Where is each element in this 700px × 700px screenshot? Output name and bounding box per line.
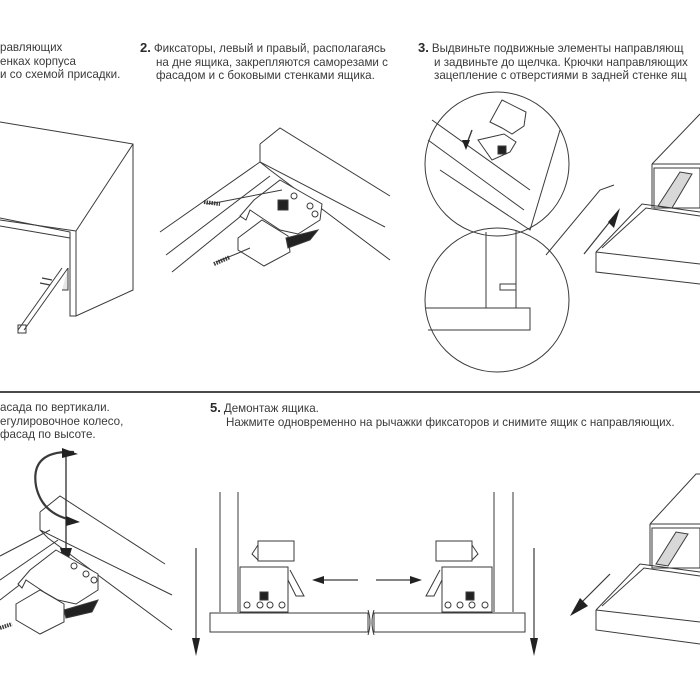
step-1-line-3: и со схемой присадки.: [0, 68, 121, 82]
right-latch: [426, 541, 492, 612]
step-5-number: 5.: [210, 400, 221, 415]
screw-2-icon: [216, 248, 250, 262]
step-3-text: 3.Выдвиньте подвижные элементы направляю…: [418, 41, 688, 83]
figure-cabinet-with-rail: [0, 100, 150, 330]
screw-icon: [0, 624, 12, 628]
drawer-bottom: [210, 613, 525, 632]
board-top-edge: [260, 128, 390, 196]
cabinet-drawer: [596, 114, 700, 284]
figure-latch-mounting: [150, 110, 400, 290]
step-3-line-2: и задвиньте до щелчка. Крючки направляющ…: [434, 55, 688, 69]
section-divider: [0, 391, 700, 393]
step-1-line-2: енках корпуса: [0, 54, 76, 68]
step-5-line-2: Нажмите одновременно на рычажки фиксатор…: [226, 415, 675, 429]
step-1-line-1: равляющих: [0, 41, 63, 54]
side-walls: [220, 492, 513, 612]
figure-height-adjustment: [0, 448, 190, 650]
step-2-text: 2.Фиксаторы, левый и правый, располагаяс…: [140, 41, 388, 83]
step-5-text: 5.Демонтаж ящика. Нажмите одновременно н…: [210, 401, 675, 429]
latch-body: [238, 180, 322, 266]
step-4-text: асада по вертикали. егулировочное колесо…: [0, 401, 123, 442]
step-3-number: 3.: [418, 40, 429, 55]
rotate-arrow-icon: [35, 452, 74, 520]
step-3-line-3: зацепление с отверстиями в задней стенке…: [434, 69, 687, 83]
step-5-line-1: Демонтаж ящика.: [223, 402, 319, 415]
leader-line: [546, 185, 614, 255]
step-1-text: равляющих енках корпуса и со схемой прис…: [0, 41, 120, 82]
arrow-out-icon: [578, 574, 610, 606]
latch-body: [16, 550, 98, 634]
step-2-line-2: на дне ящика, закрепляются саморезами с: [156, 55, 388, 69]
step-4-line-3: фасад по высоте.: [0, 428, 96, 442]
rail-end: [18, 325, 26, 333]
drawer: [596, 564, 700, 644]
screws: [40, 278, 52, 285]
step-2-line-3: фасадом и с боковыми стенками ящика.: [156, 69, 375, 83]
step-2-number: 2.: [140, 40, 151, 55]
detail-latch: [478, 100, 526, 160]
step-3-line-1: Выдвиньте подвижные элементы направляющ: [431, 42, 684, 55]
step-4-line-2: егулировочное колесо,: [0, 414, 124, 428]
figure-drawer-insertion: [420, 90, 700, 380]
detail-circle-bottom: [425, 228, 569, 372]
latch-lever: [286, 230, 318, 248]
figure-latch-release: [192, 450, 538, 656]
left-latch: [240, 541, 304, 612]
drawer-rail: [18, 268, 68, 330]
cabinet-front-edge: [76, 144, 133, 316]
detail-circle-top: [425, 92, 569, 236]
latch-housing: [238, 220, 290, 266]
figure-drawer-removal: [570, 460, 700, 660]
step-2-line-1: Фиксаторы, левый и правый, располагаясь: [153, 42, 386, 55]
step-4-line-1: асада по вертикали.: [0, 401, 110, 414]
